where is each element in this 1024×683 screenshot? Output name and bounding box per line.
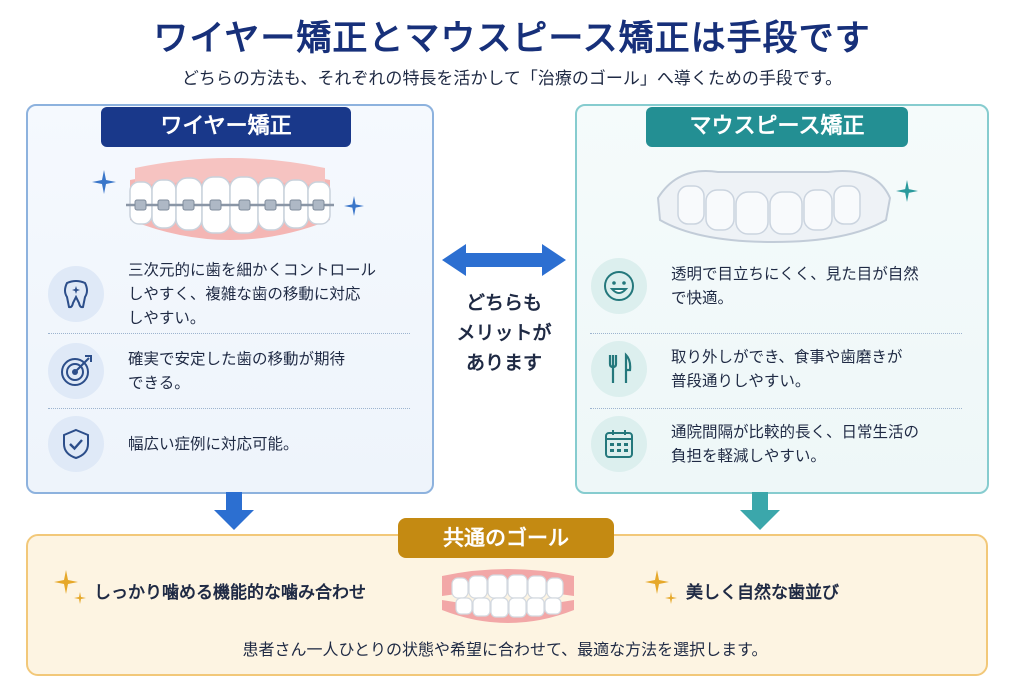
braces-teeth-illustration <box>126 158 334 240</box>
down-arrow-icon <box>740 492 780 530</box>
aligner-title: マウスピース矯正 <box>646 107 908 147</box>
feature-wide-cases: 幅広い症例に対応可能。 <box>48 416 418 472</box>
feature-3d-control: 三次元的に歯を細かくコントロール しやすく、複雑な歯の移動に対応 しやすい。 <box>48 258 418 330</box>
smiling-face-icon <box>591 258 647 314</box>
sparkle-icon <box>645 570 677 604</box>
feature-transparent: 透明で目立ちにくく、見た目が自然 で快適。 <box>591 258 971 314</box>
down-arrow-icon <box>214 492 254 530</box>
sparkle-icon <box>344 196 364 216</box>
goal-functional-bite: しっかり噛める機能的な噛み合わせ <box>94 583 366 603</box>
divider <box>590 333 962 334</box>
aligner-panel <box>575 104 989 494</box>
divider <box>590 408 962 409</box>
clear-aligner-illustration <box>656 170 892 244</box>
shield-check-icon <box>48 416 104 472</box>
double-arrow-icon <box>442 244 566 276</box>
fork-knife-icon <box>591 341 647 397</box>
sparkle-icon <box>54 570 86 604</box>
target-icon <box>48 343 104 399</box>
feature-long-interval: 通院間隔が比較的長く、日常生活の 負担を軽減しやすい。 <box>591 416 971 472</box>
tooth-sparkle-icon <box>48 266 104 322</box>
page-title: ワイヤー矯正とマウスピース矯正は手段です <box>153 19 871 59</box>
feature-stable-movement: 確実で安定した歯の移動が期待 できる。 <box>48 343 418 399</box>
wire-braces-title: ワイヤー矯正 <box>101 107 351 147</box>
both-have-merits-text: どちらも メリットが あります <box>456 292 552 374</box>
page-subtitle: どちらの方法も、それぞれの特長を活かして「治療のゴール」へ導くための手段です。 <box>181 69 843 89</box>
calendar-icon <box>591 416 647 472</box>
sparkle-icon <box>92 170 116 194</box>
divider <box>48 408 410 409</box>
sparkle-icon <box>896 180 918 202</box>
healthy-teeth-illustration <box>442 569 574 623</box>
goal-footer-text: 患者さん一人ひとりの状態や希望に合わせて、最適な方法を選択します。 <box>242 640 768 659</box>
goal-natural-alignment: 美しく自然な歯並び <box>686 583 839 603</box>
common-goal-title: 共通のゴール <box>398 518 614 558</box>
divider <box>48 333 410 334</box>
feature-removable: 取り外しができ、食事や歯磨きが 普段通りしやすい。 <box>591 341 971 397</box>
